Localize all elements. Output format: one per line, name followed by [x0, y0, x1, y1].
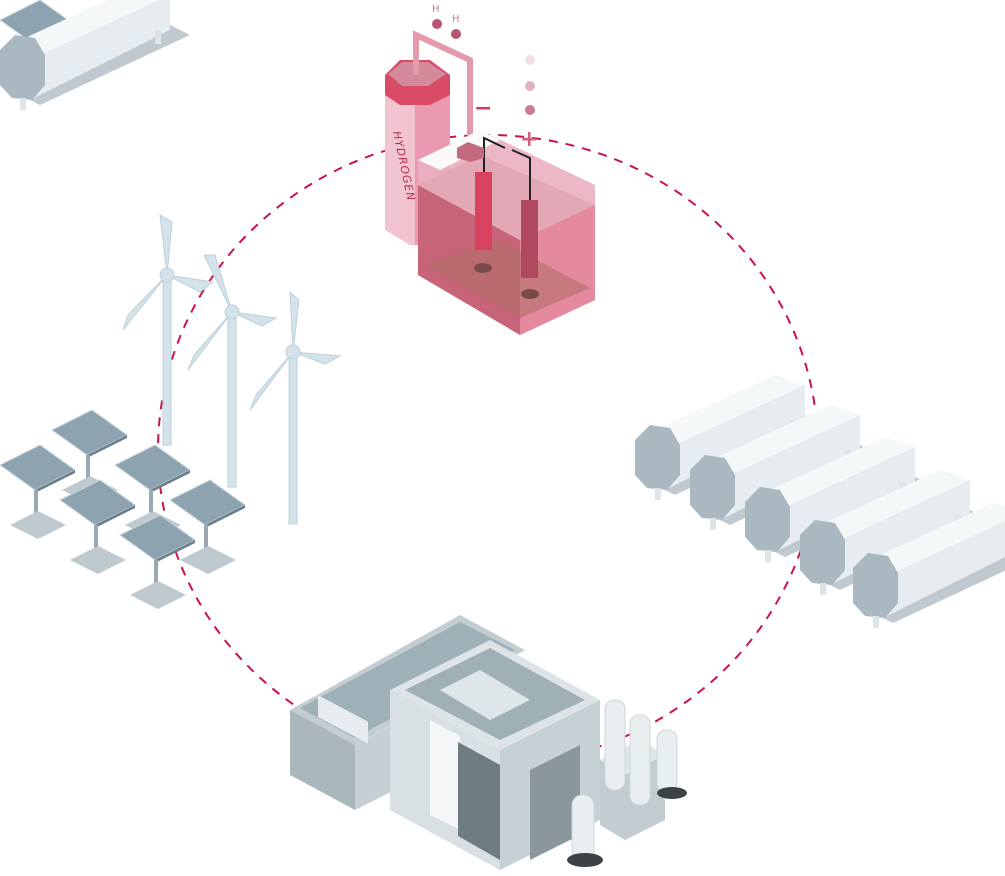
electrolyzer: HYDROGEN H H − +	[385, 4, 595, 335]
storage-tanks	[0, 0, 1005, 628]
molecule-label-h1: H	[432, 4, 440, 15]
factory	[290, 615, 687, 870]
negative-sign: −	[474, 96, 492, 121]
positive-sign: +	[520, 127, 538, 152]
wind-turbines	[122, 214, 342, 525]
molecule-label-h2: H	[452, 14, 460, 25]
